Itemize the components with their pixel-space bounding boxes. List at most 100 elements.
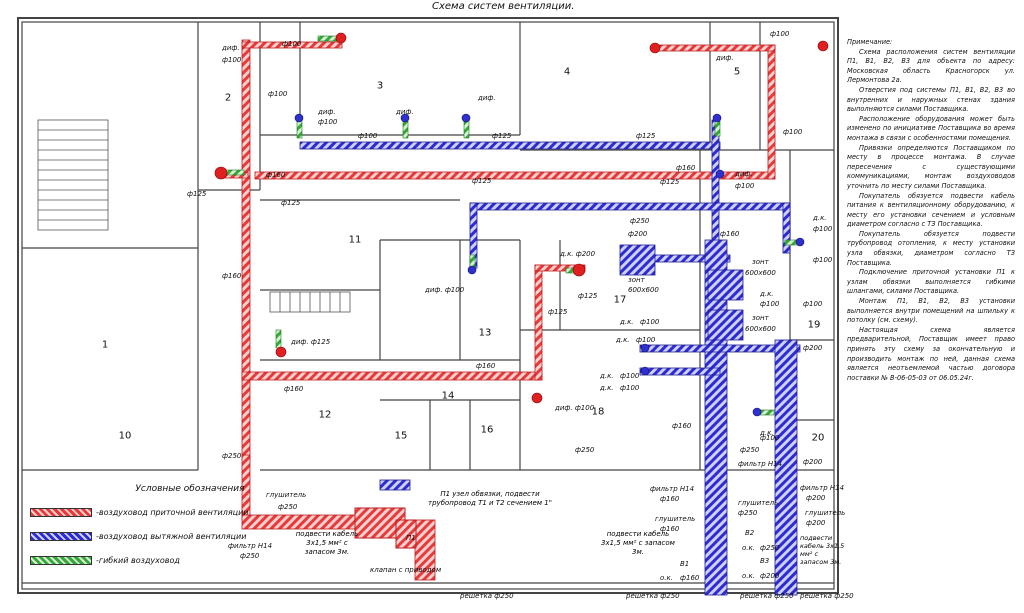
svg-text:19: 19 — [808, 320, 821, 331]
note-paragraph: Настоящая схема является предварительной… — [847, 325, 1015, 382]
svg-text:ф125: ф125 — [492, 132, 512, 140]
svg-text:П1: П1 — [406, 534, 416, 542]
note-paragraph: Схема расположения систем вентиляции П1,… — [847, 47, 1015, 85]
svg-text:ф250: ф250 — [240, 552, 260, 560]
svg-text:4: 4 — [564, 67, 570, 78]
svg-text:решетка ф250: решетка ф250 — [739, 592, 794, 600]
svg-text:ф200: ф200 — [628, 230, 648, 238]
svg-text:ф160: ф160 — [284, 385, 304, 393]
svg-text:16: 16 — [481, 425, 494, 436]
note-paragraph: Привязки определяются Поставщиком по мес… — [847, 143, 1015, 190]
svg-text:12: 12 — [319, 410, 332, 421]
legend: Условные обозначения -воздуховод приточн… — [30, 484, 290, 572]
svg-text:1: 1 — [102, 340, 108, 351]
svg-text:14: 14 — [442, 391, 455, 402]
svg-text:фильтр Н14: фильтр Н14 — [800, 484, 844, 492]
svg-text:о.к.: о.к. — [742, 572, 755, 580]
annotations: диф. ф100 ф100 ф100 диф. ф100 диф. диф. … — [187, 30, 854, 600]
svg-text:глушитель: глушитель — [738, 499, 778, 507]
svg-text:ф100: ф100 — [813, 256, 833, 264]
exhaust-ducts — [299, 119, 801, 596]
svg-text:д.к. ф200: д.к. ф200 — [559, 250, 596, 258]
note-paragraph: Покупатель обязуется подвести кабель пит… — [847, 191, 1015, 229]
svg-text:ф100: ф100 — [222, 56, 242, 64]
svg-text:ф160: ф160 — [660, 525, 680, 533]
svg-text:17: 17 — [614, 295, 627, 306]
supply-duct-swatch — [30, 507, 92, 517]
flex-duct-swatch — [30, 555, 92, 565]
svg-text:д.к.: д.к. — [599, 372, 614, 380]
callouts: П1 узел обвязки, подвести трубопровод Т1… — [295, 490, 845, 566]
svg-text:д.к.: д.к. — [759, 290, 774, 298]
svg-text:диф.: диф. — [477, 94, 496, 102]
svg-text:600x600: 600x600 — [745, 269, 776, 277]
note-paragraph: Расположение оборудования может быть изм… — [847, 114, 1015, 142]
svg-text:18: 18 — [592, 407, 605, 418]
svg-text:решетка ф250: решетка ф250 — [799, 592, 854, 600]
svg-text:ф100: ф100 — [620, 384, 640, 392]
svg-text:ф125: ф125 — [660, 178, 680, 186]
svg-text:ф160: ф160 — [266, 171, 286, 179]
svg-text:диф. ф100: диф. ф100 — [424, 286, 465, 294]
svg-text:ф200: ф200 — [760, 572, 780, 580]
svg-text:диф. ф100: диф. ф100 — [554, 404, 595, 412]
svg-text:зонт: зонт — [752, 314, 770, 322]
svg-text:глушитель: глушитель — [655, 515, 695, 523]
svg-text:диф.: диф. — [715, 54, 734, 62]
svg-text:клапан с приводом: клапан с приводом — [370, 566, 442, 574]
svg-text:600x600: 600x600 — [628, 286, 659, 294]
svg-text:15: 15 — [395, 431, 408, 442]
svg-text:ф100: ф100 — [358, 132, 378, 140]
legend-title: Условные обозначения — [135, 484, 245, 494]
svg-text:диф.: диф. — [395, 108, 414, 116]
svg-text:д.к.: д.к. — [759, 429, 774, 437]
svg-text:ф160: ф160 — [660, 495, 680, 503]
svg-text:ф160: ф160 — [476, 362, 496, 370]
svg-text:ф200: ф200 — [806, 519, 826, 527]
svg-text:ф100: ф100 — [282, 40, 302, 48]
svg-text:В1: В1 — [680, 560, 689, 568]
svg-text:ф100: ф100 — [640, 318, 660, 326]
svg-text:диф.: диф. — [317, 108, 336, 116]
svg-text:фильтр Н14: фильтр Н14 — [228, 542, 272, 550]
b3-cable-note: подвести кабель 3х1,5 мм² с запасом 3м. — [800, 534, 845, 566]
svg-text:ф125: ф125 — [578, 292, 598, 300]
exhaust-duct-swatch — [30, 531, 92, 541]
svg-text:д.к.: д.к. — [812, 214, 827, 222]
supply-ducts — [217, 39, 776, 581]
svg-text:ф160: ф160 — [676, 164, 696, 172]
svg-text:ф250: ф250 — [740, 446, 760, 454]
svg-text:ф250: ф250 — [760, 544, 780, 552]
svg-text:ф250: ф250 — [738, 509, 758, 517]
svg-text:д.к.: д.к. — [619, 318, 634, 326]
p1-node-note: П1 узел обвязки, подвести трубопровод Т1… — [428, 490, 552, 507]
svg-text:ф100: ф100 — [760, 300, 780, 308]
svg-text:3: 3 — [377, 81, 383, 92]
svg-text:ф100: ф100 — [735, 182, 755, 190]
svg-text:ф250: ф250 — [278, 503, 298, 511]
svg-text:ф200: ф200 — [803, 344, 823, 352]
svg-text:ф100: ф100 — [770, 30, 790, 38]
exhaust-diffusers — [294, 113, 805, 417]
svg-text:ф100: ф100 — [620, 372, 640, 380]
svg-text:ф100: ф100 — [803, 300, 823, 308]
sheet-title: Схема систем вентиляции. — [432, 1, 574, 12]
svg-text:о.к.: о.к. — [742, 544, 755, 552]
flex-ducts — [225, 35, 800, 416]
svg-text:ф100: ф100 — [760, 434, 780, 442]
svg-text:ф125: ф125 — [636, 132, 656, 140]
svg-text:5: 5 — [734, 67, 740, 78]
ahu-p1 — [354, 507, 417, 549]
svg-text:ф160: ф160 — [222, 272, 242, 280]
svg-text:фильтр Н14: фильтр Н14 — [650, 485, 694, 493]
svg-text:ф100: ф100 — [268, 90, 288, 98]
svg-text:ф100: ф100 — [636, 336, 656, 344]
p1-cable-note: подвести кабель 3х1,5 мм² с запасом 3м. — [295, 530, 359, 556]
svg-text:д.к.: д.к. — [599, 384, 614, 392]
legend-label: -гибкий воздуховод — [96, 555, 180, 565]
svg-text:600x600: 600x600 — [745, 325, 776, 333]
svg-text:2: 2 — [225, 93, 231, 104]
svg-text:В2: В2 — [745, 529, 755, 537]
svg-text:ф125: ф125 — [472, 177, 492, 185]
